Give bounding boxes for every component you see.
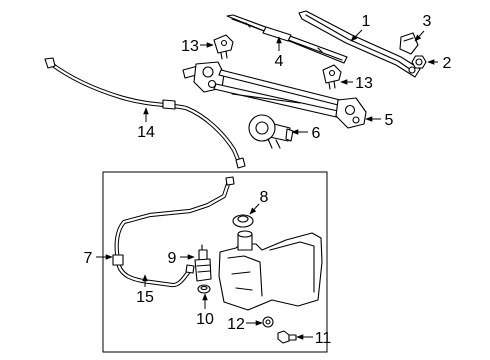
callout-3: 3 bbox=[423, 13, 432, 30]
callout-5: 5 bbox=[385, 112, 394, 129]
callout-10: 10 bbox=[196, 311, 214, 328]
callout-8: 8 bbox=[260, 189, 269, 206]
callout-14: 14 bbox=[137, 124, 155, 141]
washer-reservoir bbox=[218, 230, 323, 311]
washer bbox=[262, 316, 274, 328]
washer-hose-pump bbox=[112, 254, 195, 288]
wiper-motor bbox=[248, 114, 294, 149]
callout-13-left: 13 bbox=[181, 38, 199, 55]
reservoir-assembly-box bbox=[102, 171, 328, 353]
reservoir-cap bbox=[232, 214, 254, 228]
callout-4: 4 bbox=[275, 53, 284, 70]
washer-nozzle-left bbox=[213, 34, 234, 60]
callout-6: 6 bbox=[312, 125, 321, 142]
washer-nozzle-right bbox=[322, 64, 342, 90]
pump-grommet bbox=[197, 284, 211, 294]
wiper-blade bbox=[226, 14, 348, 64]
pivot-nut bbox=[411, 55, 427, 69]
washer-hose-reservoir bbox=[114, 176, 235, 263]
callout-9: 9 bbox=[168, 250, 177, 267]
washer-pump bbox=[194, 244, 212, 282]
callouts: 1 2 3 4 5 6 7 8 9 10 11 12 13 13 14 15 bbox=[84, 13, 452, 347]
pivot-cap bbox=[399, 32, 419, 55]
callout-11: 11 bbox=[315, 330, 332, 347]
wiper-arm bbox=[298, 10, 421, 78]
callout-1: 1 bbox=[362, 13, 371, 30]
callout-2: 2 bbox=[443, 55, 452, 72]
callout-13-right: 13 bbox=[355, 75, 373, 92]
callout-15: 15 bbox=[136, 289, 154, 306]
washer-hose-upper bbox=[44, 57, 246, 169]
wiper-linkage bbox=[182, 61, 367, 129]
callout-7: 7 bbox=[84, 250, 93, 267]
leader-lines bbox=[96, 29, 438, 340]
bolt bbox=[277, 330, 297, 344]
callout-12: 12 bbox=[227, 316, 245, 333]
